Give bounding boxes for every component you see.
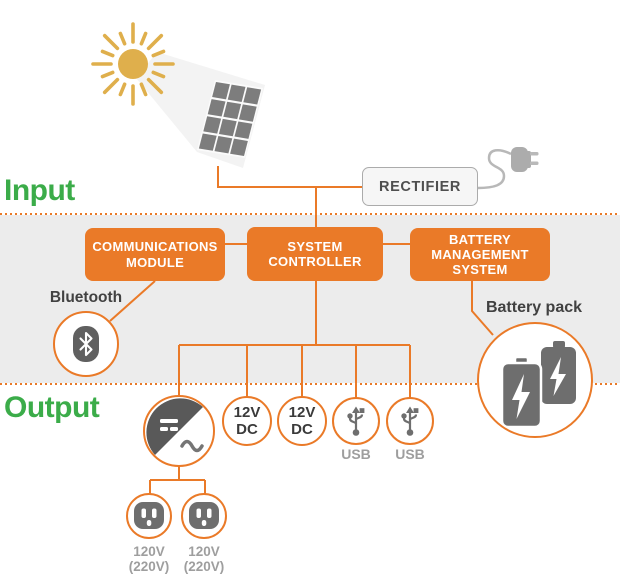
ac-outlet-node-1	[126, 493, 172, 539]
dc-ac-inverter-icon	[146, 398, 204, 455]
rectifier-label: RECTIFIER	[379, 178, 461, 195]
ac-outlet-node-2	[181, 493, 227, 539]
usb-output-node-2	[386, 397, 434, 445]
connector-lines	[109, 166, 494, 494]
power-plug-icon	[511, 147, 539, 172]
band-top-dotted-border	[0, 213, 620, 215]
usb-output-node-1	[332, 397, 380, 445]
usb-icon	[401, 406, 419, 436]
communications-module-box: COMMUNICATIONS MODULE	[85, 228, 225, 281]
outlet-label-1: 120V (220V)	[128, 544, 170, 574]
system-controller-label: SYSTEM CONTROLLER	[268, 238, 362, 270]
battery-management-label: BATTERY MANAGEMENT SYSTEM	[431, 232, 529, 277]
power-outlet-icon	[134, 502, 164, 529]
system-controller-box: SYSTEM CONTROLLER	[247, 227, 383, 281]
battery-icon	[500, 341, 576, 429]
power-cord	[477, 149, 512, 190]
battery-management-box: BATTERY MANAGEMENT SYSTEM	[410, 228, 550, 281]
inverter-node	[143, 395, 215, 467]
usb-label-2: USB	[395, 446, 425, 462]
bluetooth-label: Bluetooth	[49, 289, 123, 306]
usb-label-1: USB	[341, 446, 371, 462]
battery-pack-node	[477, 322, 593, 438]
outlet-label-2: 120V (220V)	[183, 544, 225, 574]
sun-icon	[91, 22, 175, 106]
rectifier-box: RECTIFIER	[362, 167, 478, 206]
usb-icon	[347, 406, 365, 436]
solar-panel-icon	[197, 80, 263, 158]
input-section-label: Input	[4, 174, 75, 207]
communications-module-label: COMMUNICATIONS MODULE	[92, 239, 218, 270]
output-section-label: Output	[4, 391, 100, 424]
bluetooth-icon	[73, 326, 99, 362]
dc-output-node-1: 12V DC	[222, 396, 272, 446]
dc-output-node-2: 12V DC	[277, 396, 327, 446]
dc-output-label-2: 12V DC	[288, 404, 316, 438]
bluetooth-node	[53, 311, 119, 377]
dc-output-label-1: 12V DC	[233, 404, 261, 438]
band-bottom-dotted-border	[0, 383, 620, 385]
battery-pack-label: Battery pack	[485, 299, 583, 316]
power-outlet-icon	[189, 502, 219, 529]
